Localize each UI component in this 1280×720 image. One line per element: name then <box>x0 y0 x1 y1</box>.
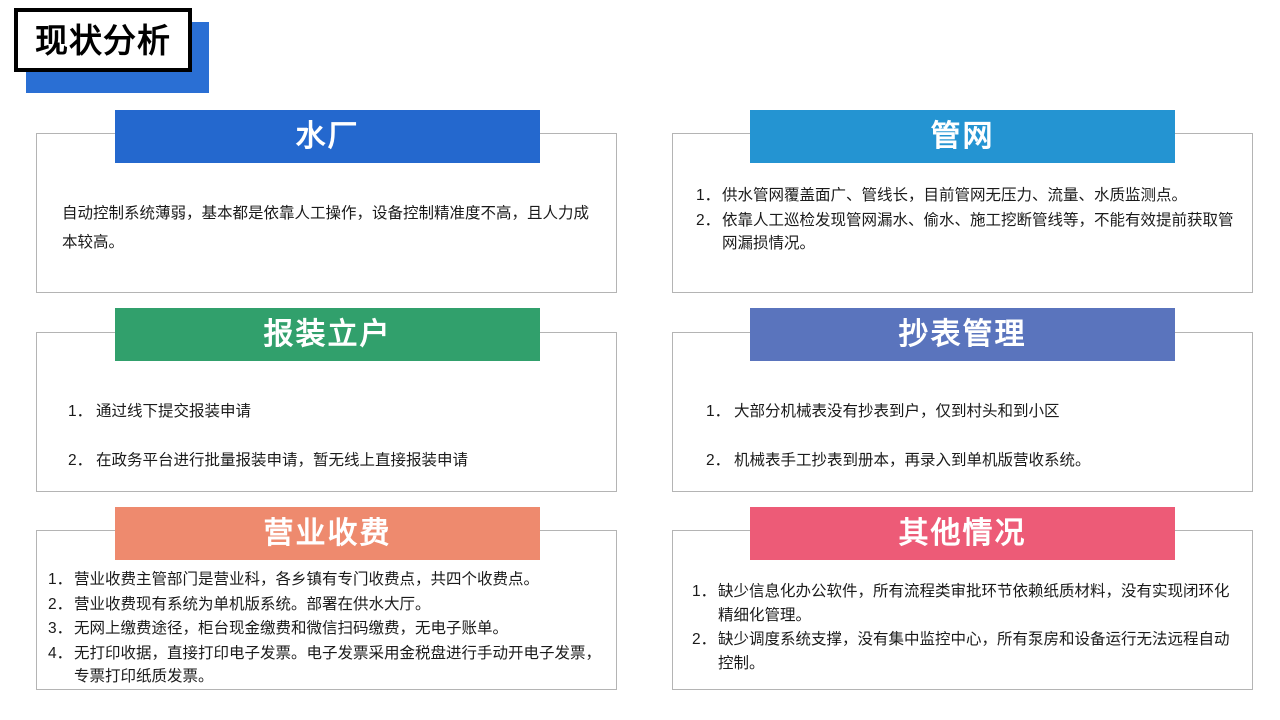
card-body-water-plant: 自动控制系统薄弱，基本都是依靠人工操作，设备控制精准度不高，且人力成本较高。 <box>62 200 602 257</box>
list-item: 4． 无打印收据，直接打印电子发票。电子发票采用金税盘进行手动开电子发票，专票打… <box>48 642 608 689</box>
card-list-other-situations: 1． 缺少信息化办公软件，所有流程类审批环节依赖纸质材料，没有实现闭环化精细化管… <box>692 580 1238 675</box>
list-item: 3． 无网上缴费途径，柜台现金缴费和微信扫码缴费，无电子账单。 <box>48 617 608 641</box>
list-item: 1． 供水管网覆盖面广、管线长，目前管网无压力、流量、水质监测点。 <box>696 184 1244 208</box>
card-title-application-registration: 报装立户 <box>263 317 392 351</box>
list-item: 2． 在政务平台进行批量报装申请，暂无线上直接报装申请 <box>68 449 608 472</box>
list-item: 2． 机械表手工抄表到册本，再录入到单机版营收系统。 <box>706 449 1246 472</box>
card-list-application-registration: 1． 通过线下提交报装申请 2． 在政务平台进行批量报装申请，暂无线上直接报装申… <box>68 400 608 473</box>
list-item-text: 营业收费现有系统为单机版系统。部署在供水大厅。 <box>74 595 431 613</box>
list-item-number: 2． <box>706 452 731 470</box>
list-item-text: 缺少调度系统支撑，没有集中监控中心，所有泵房和设备运行无法远程自动控制。 <box>718 631 1230 672</box>
list-item-text: 缺少信息化办公软件，所有流程类审批环节依赖纸质材料，没有实现闭环化精细化管理。 <box>718 583 1230 624</box>
list-item: 2． 依靠人工巡检发现管网漏水、偷水、施工挖断管线等，不能有效提前获取管网漏损情… <box>696 209 1244 256</box>
list-item-number: 4． <box>48 644 73 662</box>
card-title-pipe-network: 管网 <box>930 119 995 153</box>
card-body-pipe-network: 1． 供水管网覆盖面广、管线长，目前管网无压力、流量、水质监测点。 2． 依靠人… <box>696 184 1244 257</box>
card-banner-water-plant: 水厂 <box>115 110 540 163</box>
card-list-business-billing: 1． 营业收费主管部门是营业科，各乡镇有专门收费点，共四个收费点。 2． 营业收… <box>48 568 608 689</box>
list-item-number: 1． <box>696 187 721 204</box>
list-item-text: 大部分机械表没有抄表到户，仅到村头和到小区 <box>734 403 1060 420</box>
card-body-meter-reading: 1． 大部分机械表没有抄表到户，仅到村头和到小区 2． 机械表手工抄表到册本，再… <box>706 400 1246 473</box>
list-item-number: 1． <box>48 571 73 588</box>
card-title-other-situations: 其他情况 <box>898 516 1027 550</box>
list-item: 2． 营业收费现有系统为单机版系统。部署在供水大厅。 <box>48 593 608 617</box>
card-paragraph-water-plant: 自动控制系统薄弱，基本都是依靠人工操作，设备控制精准度不高，且人力成本较高。 <box>62 205 590 251</box>
card-body-other-situations: 1． 缺少信息化办公软件，所有流程类审批环节依赖纸质材料，没有实现闭环化精细化管… <box>692 580 1238 676</box>
list-item-text: 无网上缴费途径，柜台现金缴费和微信扫码缴费，无电子账单。 <box>74 620 509 638</box>
list-item: 1． 大部分机械表没有抄表到户，仅到村头和到小区 <box>706 400 1246 423</box>
list-item-number: 2． <box>696 211 721 229</box>
list-item-number: 3． <box>48 620 73 638</box>
list-item-number: 1． <box>68 403 93 420</box>
list-item-number: 2． <box>692 631 717 649</box>
list-item-text: 通过线下提交报装申请 <box>96 403 252 420</box>
list-item-text: 供水管网覆盖面广、管线长，目前管网无压力、流量、水质监测点。 <box>722 187 1188 204</box>
list-item: 2． 缺少调度系统支撑，没有集中监控中心，所有泵房和设备运行无法远程自动控制。 <box>692 628 1238 675</box>
list-item-text: 依靠人工巡检发现管网漏水、偷水、施工挖断管线等，不能有效提前获取管网漏损情况。 <box>722 211 1234 253</box>
card-list-meter-reading: 1． 大部分机械表没有抄表到户，仅到村头和到小区 2． 机械表手工抄表到册本，再… <box>706 400 1246 473</box>
title-outline-box: 现状分析 <box>14 8 192 72</box>
list-item: 1． 通过线下提交报装申请 <box>68 400 608 423</box>
card-banner-other-situations: 其他情况 <box>750 507 1175 560</box>
card-banner-meter-reading: 抄表管理 <box>750 308 1175 361</box>
card-title-meter-reading: 抄表管理 <box>898 317 1027 351</box>
card-list-pipe-network: 1． 供水管网覆盖面广、管线长，目前管网无压力、流量、水质监测点。 2． 依靠人… <box>696 184 1244 256</box>
card-body-business-billing: 1． 营业收费主管部门是营业科，各乡镇有专门收费点，共四个收费点。 2． 营业收… <box>48 568 608 690</box>
page-title-block: 现状分析 <box>14 8 209 93</box>
list-item-text: 在政务平台进行批量报装申请，暂无线上直接报装申请 <box>96 452 469 470</box>
list-item-text: 无打印收据，直接打印电子发票。电子发票采用金税盘进行手动开电子发票，专票打印纸质… <box>74 644 602 686</box>
card-title-water-plant: 水厂 <box>295 119 360 153</box>
page-title: 现状分析 <box>35 21 171 59</box>
list-item-number: 1． <box>692 583 717 600</box>
list-item-number: 2． <box>48 595 73 613</box>
list-item-text: 营业收费主管部门是营业科，各乡镇有专门收费点，共四个收费点。 <box>74 571 540 588</box>
card-banner-application-registration: 报装立户 <box>115 308 540 361</box>
card-body-application-registration: 1． 通过线下提交报装申请 2． 在政务平台进行批量报装申请，暂无线上直接报装申… <box>68 400 608 473</box>
card-banner-pipe-network: 管网 <box>750 110 1175 163</box>
list-item: 1． 营业收费主管部门是营业科，各乡镇有专门收费点，共四个收费点。 <box>48 568 608 592</box>
list-item-text: 机械表手工抄表到册本，再录入到单机版营收系统。 <box>734 452 1091 470</box>
list-item-number: 2． <box>68 452 93 470</box>
card-banner-business-billing: 营业收费 <box>115 507 540 560</box>
card-title-business-billing: 营业收费 <box>263 516 392 550</box>
list-item: 1． 缺少信息化办公软件，所有流程类审批环节依赖纸质材料，没有实现闭环化精细化管… <box>692 580 1238 627</box>
list-item-number: 1． <box>706 403 731 420</box>
